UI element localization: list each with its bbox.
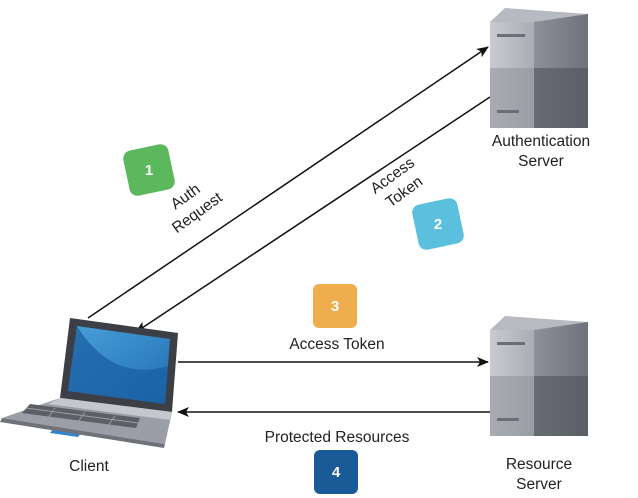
step-3-badge: 3 xyxy=(313,284,357,328)
client-label: Client xyxy=(69,458,109,475)
step-3-label: Access Token xyxy=(289,336,384,353)
step-3-number: 3 xyxy=(331,298,339,315)
authentication-server-icon xyxy=(490,8,588,128)
step-2-badge: 2 xyxy=(412,198,464,250)
step-2-number: 2 xyxy=(434,216,442,233)
auth-server-label-line2: Server xyxy=(518,153,564,170)
resource-server-icon xyxy=(490,316,588,436)
auth-request-arrow xyxy=(87,46,489,319)
access-token-return-arrow xyxy=(135,96,491,333)
resource-server-label-line2: Server xyxy=(516,476,562,493)
step-4-badge: 4 xyxy=(314,450,358,494)
client-laptop-icon xyxy=(0,318,178,448)
step-1-badge: 1 xyxy=(123,144,175,196)
step-4-number: 4 xyxy=(332,464,341,481)
resource-server-label-line1: Resource xyxy=(506,456,572,473)
step-4-label: Protected Resources xyxy=(265,429,410,446)
step-1-number: 1 xyxy=(145,162,153,179)
auth-server-label-line1: Authentication xyxy=(492,133,590,150)
